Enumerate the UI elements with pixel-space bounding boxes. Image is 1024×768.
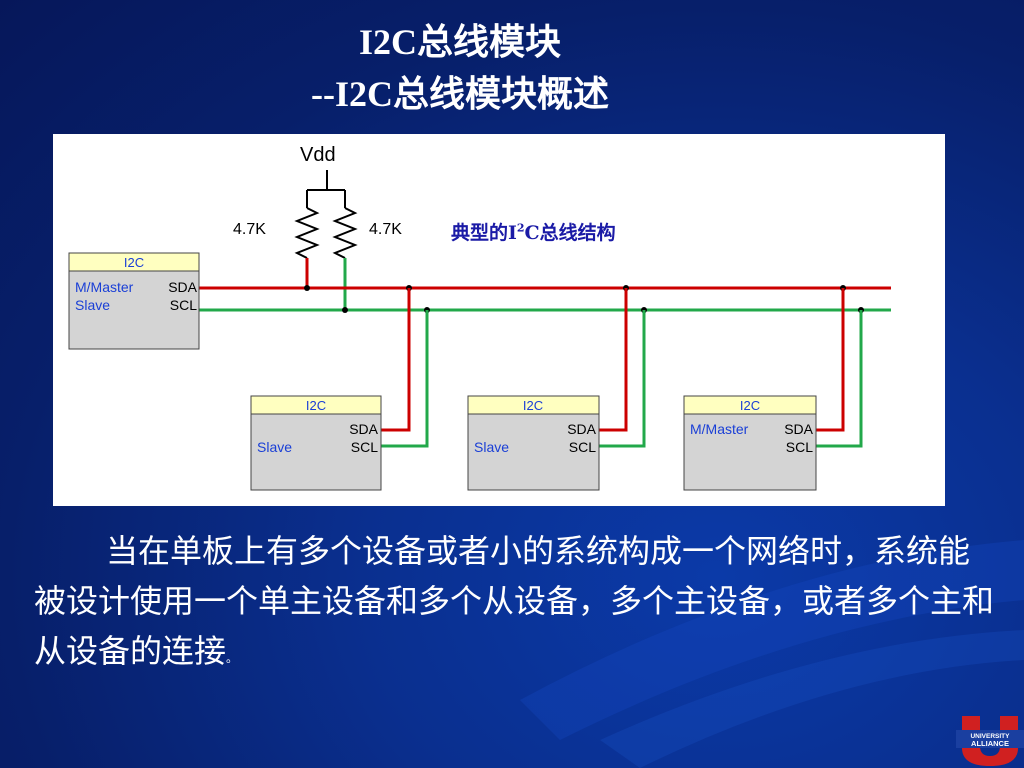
pin-scl-label: SCL bbox=[170, 297, 197, 313]
i2c-diagram-panel: Vdd 4.7K 4.7K I2C bbox=[53, 134, 945, 506]
module-header: I2C bbox=[124, 255, 144, 270]
slide-title: I2C总线模块 bbox=[358, 22, 561, 62]
i2c-module-slave-2: I2C Slave SDA SCL bbox=[467, 395, 600, 491]
resistor-left-label: 4.7K bbox=[233, 221, 266, 238]
resistor-left-icon bbox=[294, 207, 320, 259]
module-role: Slave bbox=[75, 297, 110, 313]
pin-sda-label: SDA bbox=[567, 421, 596, 437]
module-role: M/Master bbox=[75, 279, 134, 295]
pin-scl-label: SCL bbox=[786, 439, 813, 455]
i2c-bus-diagram: Vdd 4.7K 4.7K I2C bbox=[68, 144, 891, 491]
svg-text:UNIVERSITY: UNIVERSITY bbox=[970, 733, 1010, 740]
diagram-caption: 典型的I2C总线结构 bbox=[451, 221, 616, 244]
module-header: I2C bbox=[306, 398, 326, 413]
module-role: M/Master bbox=[690, 421, 749, 437]
i2c-module-master-slave: I2C M/Master Slave SDA SCL bbox=[68, 252, 200, 350]
description-text: 当在单板上有多个设备或者小的系统构成一个网络时，系统能被设计使用一个单主设备和多… bbox=[34, 532, 995, 670]
pin-scl-label: SCL bbox=[351, 439, 378, 455]
module-role: Slave bbox=[474, 439, 509, 455]
svg-text:ALLIANCE: ALLIANCE bbox=[971, 739, 1009, 748]
module-role: Slave bbox=[257, 439, 292, 455]
i2c-module-slave-1: I2C Slave SDA SCL bbox=[250, 395, 382, 491]
pin-sda-label: SDA bbox=[168, 279, 197, 295]
vdd-label: Vdd bbox=[300, 144, 336, 166]
resistor-right-label: 4.7K bbox=[369, 221, 402, 238]
module-header: I2C bbox=[740, 398, 760, 413]
slide-subtitle: --I2C总线模块概述 bbox=[311, 74, 609, 114]
module-header: I2C bbox=[523, 398, 543, 413]
university-alliance-logo: UNIVERSITY ALLIANCE bbox=[956, 716, 1024, 766]
resistor-right-icon bbox=[332, 207, 358, 259]
i2c-module-master: I2C M/Master SDA SCL bbox=[683, 395, 817, 491]
pin-scl-label: SCL bbox=[569, 439, 596, 455]
pin-sda-label: SDA bbox=[784, 421, 813, 437]
pin-sda-label: SDA bbox=[349, 421, 378, 437]
